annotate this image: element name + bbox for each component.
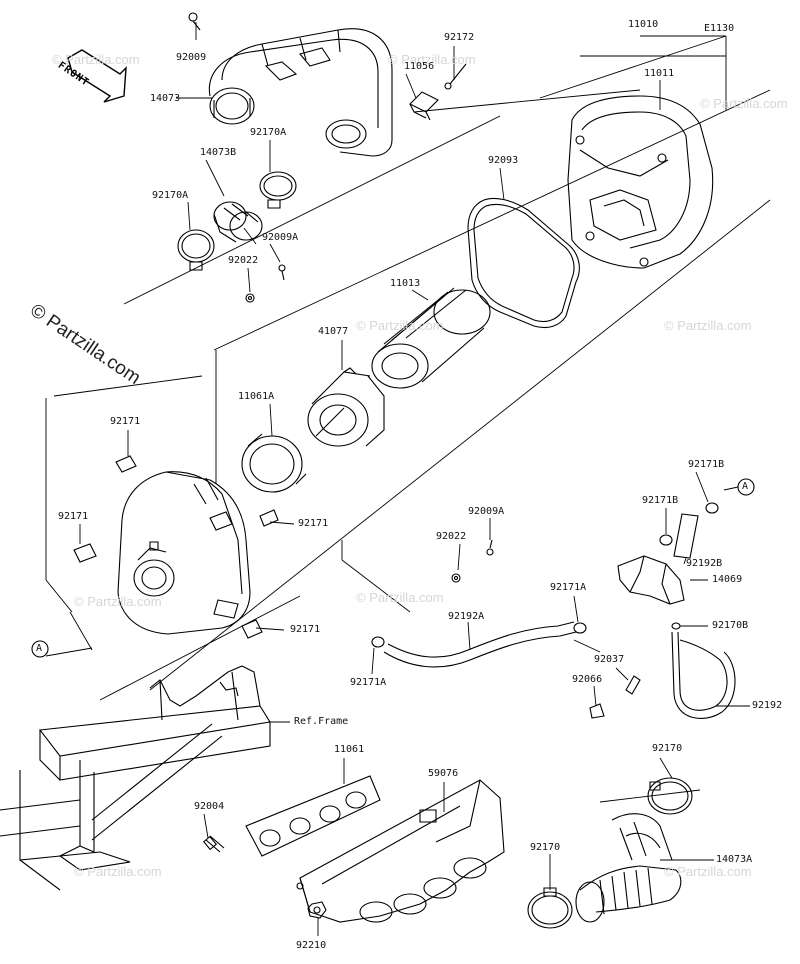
part-label: 92170A: [152, 190, 189, 201]
washer-92022-icon: [246, 294, 254, 302]
part-label: 92066: [572, 674, 603, 685]
hose-14073A: [576, 814, 681, 922]
filter-element-11013: [372, 288, 490, 388]
boot-14073B: [214, 202, 262, 242]
part-label: 92192: [752, 700, 783, 711]
part-label: 14069: [712, 574, 743, 585]
bracket-11056-icon: [410, 92, 438, 120]
watermark: © Partzilla.com: [356, 318, 444, 333]
watermark: © Partzilla.com: [664, 864, 752, 879]
part-label: 92170B: [712, 620, 749, 631]
gasket-92093: [468, 198, 579, 327]
part-label: 92009A: [262, 232, 299, 243]
watermark: © Partzilla.com: [664, 318, 752, 333]
air-box-housing-11011: [568, 96, 713, 268]
frame-ref: [0, 666, 270, 890]
part-label: 92171: [58, 511, 89, 522]
assembly-boundary-lines: [70, 36, 770, 802]
stud-92004-icon: [204, 836, 224, 852]
clamp-92170-upper: [648, 778, 692, 814]
part-label: 92171B: [642, 495, 679, 506]
part-label: 92037: [594, 654, 625, 665]
watermark: © Partzilla.com: [74, 594, 162, 609]
bolt-92009-icon: [189, 13, 200, 30]
filter-holder-41077: [308, 368, 384, 446]
part-label: 11010: [628, 19, 659, 30]
part-label: 92172: [444, 32, 475, 43]
part-label: 11061A: [238, 391, 275, 402]
diagram-code: E1130: [704, 23, 735, 34]
clamp-92170-lower: [528, 888, 572, 928]
part-label: 11061: [334, 744, 365, 755]
clamp-92170A-lower: [178, 230, 214, 270]
watermark: © Partzilla.com: [700, 96, 788, 111]
part-label: 92171: [298, 518, 329, 529]
air-box-base: [118, 472, 250, 634]
clamp-92170A-upper: [260, 172, 296, 208]
part-label: 92093: [488, 155, 519, 166]
part-label: 14073: [150, 93, 181, 104]
part-label: 92022: [228, 255, 259, 266]
intake-manifold-59076: [297, 780, 504, 922]
hose-92192: [590, 632, 735, 718]
part-label: 11011: [644, 68, 675, 79]
watermark: © Partzilla.com: [74, 864, 162, 879]
part-label: 59076: [428, 768, 459, 779]
callout-a-circle-1: [32, 641, 48, 657]
part-label: 11013: [390, 278, 421, 289]
part-label: 92009A: [468, 506, 505, 517]
part-label: 92022: [436, 531, 467, 542]
part-label: 41077: [318, 326, 349, 337]
part-label: 92210: [296, 940, 327, 951]
seal-11061A: [242, 434, 306, 492]
part-label: 92004: [194, 801, 225, 812]
leader-lines: [46, 22, 750, 936]
watermark: © Partzilla.com: [52, 52, 140, 67]
washer-92022-mid-icon: [452, 574, 460, 582]
ref-frame-label: Ref.Frame: [294, 716, 349, 727]
hose-92192B: [660, 503, 718, 558]
part-label: 14073B: [200, 147, 237, 158]
fitting-14069: [618, 556, 684, 629]
intake-duct-14073: [209, 29, 392, 156]
part-label: 92009: [176, 52, 207, 63]
watermark: © Partzilla.com: [388, 52, 476, 67]
part-label: 92192A: [448, 611, 485, 622]
hose-92192A: [372, 622, 586, 667]
part-label: 14073A: [716, 854, 753, 865]
part-label: 92171A: [550, 582, 587, 593]
part-label: 92170: [652, 743, 683, 754]
gasket-11061: [246, 776, 380, 856]
clip-92171-icon: [74, 456, 278, 638]
part-label: 92171B: [688, 459, 725, 470]
part-label: 92170: [530, 842, 561, 853]
bolt-92172-icon: [445, 64, 466, 89]
front-arrow-icon: [68, 50, 126, 102]
callout-a-label: A: [742, 481, 749, 492]
part-label: 11056: [404, 61, 435, 72]
callout-a-label: A: [36, 643, 43, 654]
part-label: 92192B: [686, 558, 723, 569]
bolt-92009A-mid-icon: [487, 540, 493, 555]
nut-92210-icon: [308, 902, 326, 918]
part-label: 92171: [290, 624, 321, 635]
watermark: © Partzilla.com: [356, 590, 444, 605]
part-label: 92170A: [250, 127, 287, 138]
part-label: 92171A: [350, 677, 387, 688]
bolt-92009A-icon: [279, 265, 285, 280]
part-label: 92171: [110, 416, 141, 427]
